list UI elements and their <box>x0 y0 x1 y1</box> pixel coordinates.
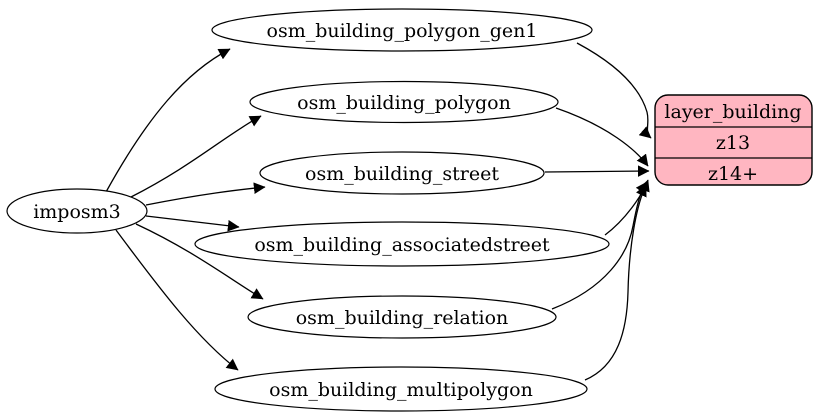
layer_building-row-z13: z13 <box>716 132 750 154</box>
osm_building_associatedstreet-ellipse <box>194 221 610 267</box>
osm_building_multipolygon-ellipse <box>214 366 588 412</box>
edge-osm_building_polygon_gen1-to-z13 <box>576 42 652 139</box>
edge-imposm3-to-osm_building_street <box>145 182 266 206</box>
osm_building_polygon_gen1-ellipse <box>211 8 593 52</box>
edges-source-to-tables <box>105 48 266 371</box>
node-osm_building_multipolygon: osm_building_multipolygon <box>214 366 588 412</box>
osm_building_multipolygon-label: osm_building_multipolygon <box>269 379 533 401</box>
edge-osm_building_polygon-to-z14 <box>555 107 649 167</box>
osm_building_polygon-label: osm_building_polygon <box>297 92 511 114</box>
edge-imposm3-to-osm_building_multipolygon <box>115 229 239 371</box>
osm_building_polygon-ellipse <box>249 80 559 124</box>
osm_building_associatedstreet-label: osm_building_associatedstreet <box>254 234 550 256</box>
node-osm_building_street: osm_building_street <box>259 151 545 195</box>
layer_building-title: layer_building <box>664 101 801 123</box>
edge-osm_building_street-to-z14 <box>544 165 650 177</box>
edge-imposm3-to-osm_building_relation <box>135 223 264 300</box>
edges-tables-to-layer <box>544 42 652 381</box>
edge-imposm3-to-osm_building_polygon <box>130 115 262 198</box>
node-layer_building: layer_building z13 z14+ <box>654 94 813 186</box>
edge-osm_building_multipolygon-to-z14 <box>584 184 647 381</box>
layer_building-row-z14: z14+ <box>708 163 758 185</box>
edge-imposm3-to-osm_building_associatedstreet <box>145 215 240 232</box>
edge-imposm3-to-osm_building_polygon_gen1 <box>105 48 231 193</box>
layer_building-box <box>654 94 813 186</box>
osm_building_polygon_gen1-label: osm_building_polygon_gen1 <box>267 20 538 42</box>
osm_building_street-label: osm_building_street <box>305 163 499 185</box>
node-osm_building_associatedstreet: osm_building_associatedstreet <box>194 221 610 267</box>
node-osm_building_polygon: osm_building_polygon <box>249 80 559 124</box>
node-imposm3: imposm3 <box>6 188 148 234</box>
osm_building_relation-ellipse <box>247 295 557 339</box>
node-osm_building_polygon_gen1: osm_building_polygon_gen1 <box>211 8 593 52</box>
osm_building_relation-label: osm_building_relation <box>296 307 509 329</box>
imposm3-label: imposm3 <box>33 201 121 223</box>
node-osm_building_relation: osm_building_relation <box>247 295 557 339</box>
osm_building_street-ellipse <box>259 151 545 195</box>
imposm3-ellipse <box>6 188 148 234</box>
